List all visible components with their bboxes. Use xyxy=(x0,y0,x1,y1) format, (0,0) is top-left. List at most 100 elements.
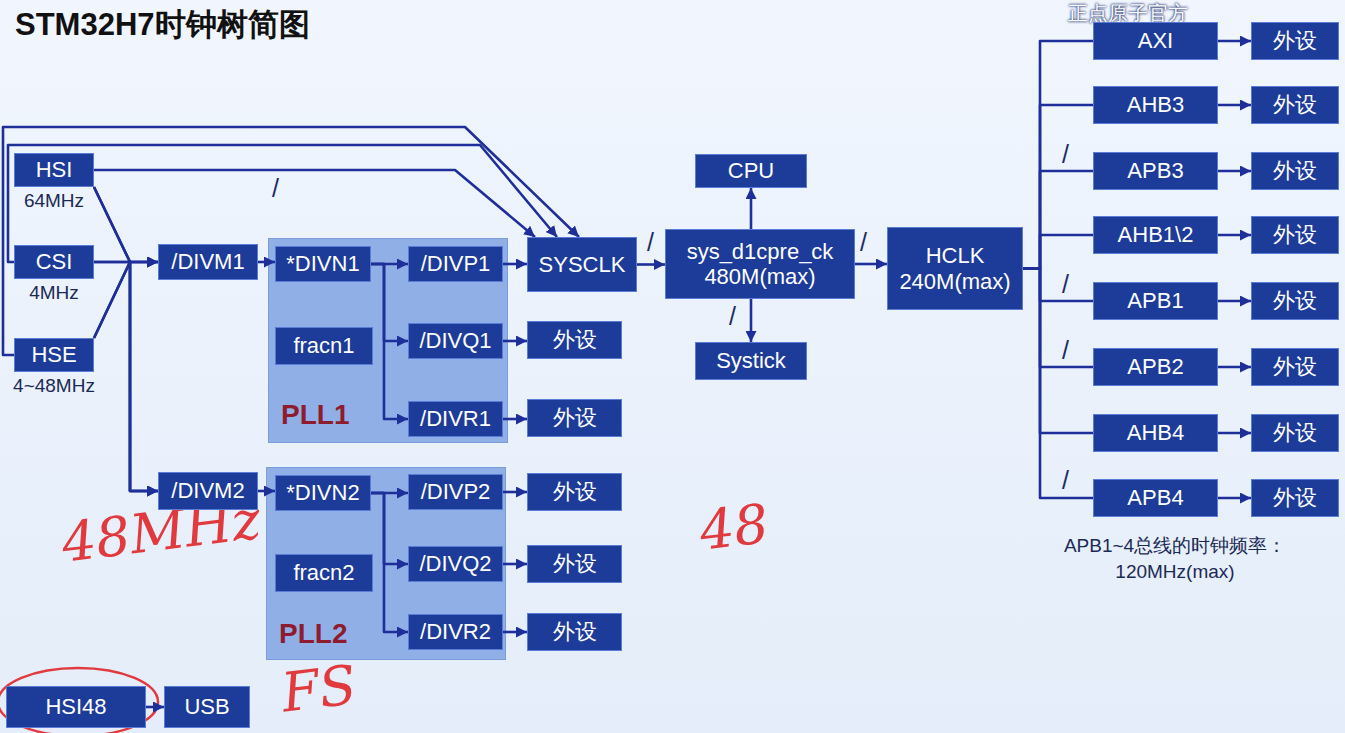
box-label: 外设 xyxy=(1273,420,1317,445)
box-label: HSI xyxy=(36,157,73,182)
clock-box: 外设 xyxy=(1251,282,1339,320)
box-label: 外设 xyxy=(553,551,597,576)
divider-mark: / xyxy=(1062,270,1069,299)
box-label: AHB1\2 xyxy=(1118,222,1194,247)
clock-box: AXI xyxy=(1093,22,1218,60)
clock-box: /DIVM1 xyxy=(158,244,258,280)
box-label: AXI xyxy=(1138,28,1173,53)
clock-connector xyxy=(637,263,665,266)
box-label: *DIVN2 xyxy=(286,480,359,505)
region-label: PLL1 xyxy=(281,399,349,431)
handwritten-note: 48 xyxy=(696,492,772,563)
divider-mark: / xyxy=(729,302,736,331)
box-label: /DIVM2 xyxy=(171,478,244,503)
clock-connector xyxy=(94,262,158,491)
box-label: fracn2 xyxy=(293,560,354,585)
box-label: 外设 xyxy=(1273,485,1317,510)
clock-connector xyxy=(258,490,275,493)
handwritten-note: FS xyxy=(278,653,360,725)
clock-box: APB2 xyxy=(1093,348,1218,386)
clock-connector xyxy=(503,631,527,634)
clock-box: AHB3 xyxy=(1093,86,1218,124)
clock-connector xyxy=(750,299,753,342)
clock-connector xyxy=(1218,497,1251,500)
box-label: 外设 xyxy=(553,619,597,644)
clock-box: 外设 xyxy=(1251,414,1339,452)
divider-mark: / xyxy=(1062,336,1069,365)
box-label: 外设 xyxy=(1273,28,1317,53)
clock-connector xyxy=(1023,41,1093,269)
clock-box: *DIVN1 xyxy=(275,246,371,282)
clock-box: HSI64MHz xyxy=(14,153,94,187)
clock-connector xyxy=(503,340,527,343)
clock-connector xyxy=(1218,432,1251,435)
clock-connector xyxy=(1023,105,1093,269)
box-label: USB xyxy=(184,694,229,719)
clock-box: HSE4~48MHz xyxy=(14,338,94,372)
divider-mark: / xyxy=(272,174,279,203)
clock-box: /DIVM2 xyxy=(158,472,258,510)
clock-connector xyxy=(1218,234,1251,237)
clock-box: *DIVN2 xyxy=(275,475,371,511)
clock-box: Systick xyxy=(695,342,807,380)
clock-connector xyxy=(1023,269,1093,368)
box-label: sys_d1cpre_ck 480M(max) xyxy=(672,239,848,290)
clock-connector xyxy=(94,262,158,491)
clock-box: HSI48 xyxy=(6,686,146,728)
box-label: SYSCLK xyxy=(539,252,626,277)
box-label: *DIVN1 xyxy=(286,251,359,276)
clock-connector xyxy=(1218,366,1251,369)
box-label: fracn1 xyxy=(293,333,354,358)
frequency-label: 64MHz xyxy=(24,190,84,212)
clock-box: APB4 xyxy=(1093,479,1218,517)
box-label: HSE xyxy=(31,342,76,367)
clock-box: /DIVR2 xyxy=(408,614,503,650)
clock-connector xyxy=(503,418,527,421)
clock-box: CPU xyxy=(695,154,807,188)
clock-box: CSI4MHz xyxy=(14,245,94,279)
box-label: /DIVQ1 xyxy=(419,328,491,353)
clock-box: sys_d1cpre_ck 480M(max) xyxy=(665,229,855,299)
clock-box: 外设 xyxy=(527,613,622,651)
clock-connector xyxy=(1218,104,1251,107)
divider-mark: / xyxy=(647,228,654,257)
clock-box: 外设 xyxy=(1251,479,1339,517)
clock-connector xyxy=(146,706,164,709)
clock-connector xyxy=(1023,269,1093,302)
box-label: AHB4 xyxy=(1127,420,1184,445)
frequency-label: 4~48MHz xyxy=(13,375,95,397)
divider-mark: / xyxy=(860,228,867,257)
clock-box: /DIVR1 xyxy=(408,401,503,437)
box-label: /DIVP2 xyxy=(421,479,491,504)
clock-connector xyxy=(1023,269,1093,434)
clock-connector xyxy=(1218,170,1251,173)
clock-box: 外设 xyxy=(1251,86,1339,124)
box-label: /DIVM1 xyxy=(171,249,244,274)
box-label: APB4 xyxy=(1127,485,1183,510)
clock-box: /DIVP1 xyxy=(408,246,503,282)
clock-box: 外设 xyxy=(1251,216,1339,254)
box-label: CPU xyxy=(728,158,774,183)
clock-box: APB3 xyxy=(1093,152,1218,190)
clock-box: fracn1 xyxy=(275,327,373,365)
clock-box: 外设 xyxy=(1251,348,1339,386)
box-label: /DIVQ2 xyxy=(419,551,491,576)
box-label: /DIVP1 xyxy=(421,251,491,276)
box-label: 外设 xyxy=(1273,354,1317,379)
clock-box: /DIVQ1 xyxy=(408,323,503,359)
clock-box: fracn2 xyxy=(275,554,373,592)
box-label: HSI48 xyxy=(45,694,106,719)
region-label: PLL2 xyxy=(279,618,347,650)
clock-connector xyxy=(503,263,527,266)
box-label: AHB3 xyxy=(1127,92,1184,117)
clock-connector xyxy=(750,188,753,229)
clock-box: SYSCLK xyxy=(527,237,637,292)
box-label: APB1 xyxy=(1127,288,1183,313)
clock-connector xyxy=(94,187,158,491)
clock-connector xyxy=(1218,40,1251,43)
box-label: 外设 xyxy=(1273,158,1317,183)
clock-connector xyxy=(1218,300,1251,303)
handwritten-circle xyxy=(0,668,158,733)
clock-box: 外设 xyxy=(1251,22,1339,60)
